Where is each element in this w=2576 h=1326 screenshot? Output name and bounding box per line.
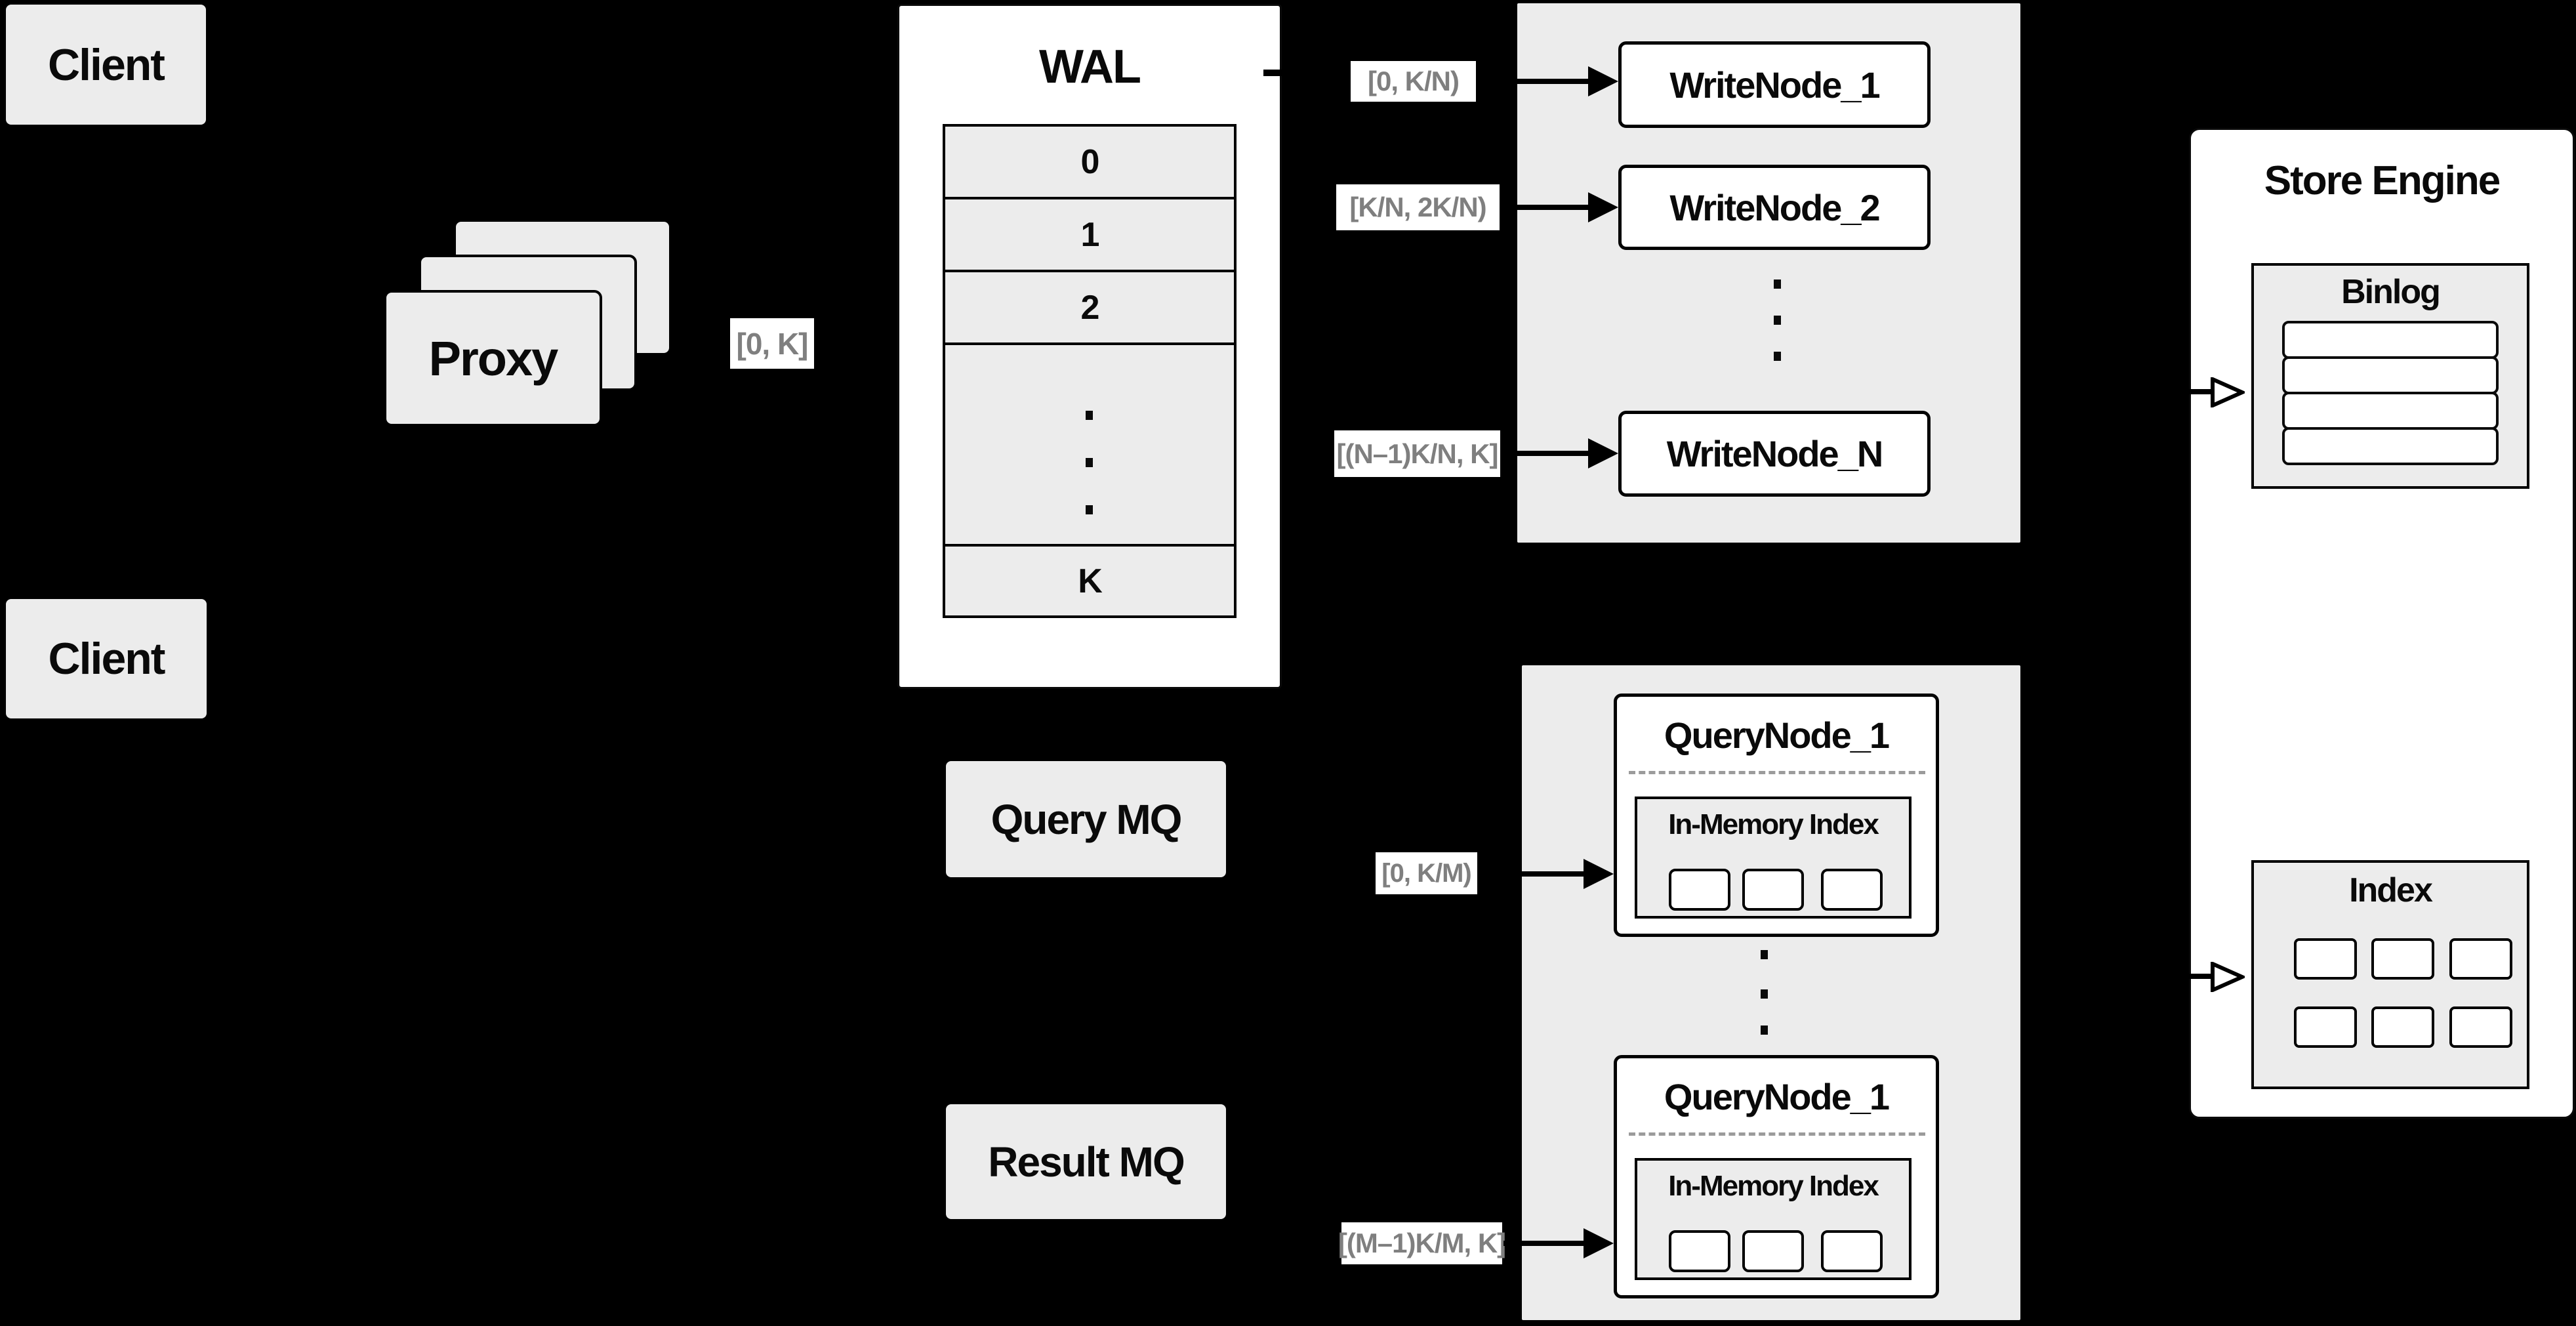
segment-cell bbox=[1669, 1230, 1730, 1272]
range-label-query-1: [0, K/M) bbox=[1376, 852, 1477, 894]
index-cell bbox=[2449, 938, 2512, 980]
index-cell bbox=[2449, 1006, 2512, 1048]
arrowhead-icon bbox=[1588, 438, 1618, 468]
wal-row-0: 0 bbox=[943, 124, 1237, 199]
query-mq-box: Query MQ bbox=[946, 761, 1226, 877]
range-label-query-m: [(M–1)K/M, K] bbox=[1338, 1222, 1506, 1264]
ellipsis-dot bbox=[1774, 316, 1781, 325]
arrow-line bbox=[2125, 974, 2213, 979]
segment-cell bbox=[1742, 869, 1804, 911]
in-memory-index-bottom: In-Memory Index bbox=[1635, 1158, 1912, 1280]
wal-row-0-label: 0 bbox=[1080, 142, 1100, 181]
arrow-line bbox=[1477, 79, 1594, 84]
write-node-1-label: WriteNode_1 bbox=[1669, 64, 1880, 106]
segment-cell bbox=[1669, 869, 1730, 911]
range-label-write-1: [0, K/N) bbox=[1351, 61, 1476, 102]
ellipsis-dot bbox=[1761, 1026, 1768, 1035]
in-memory-index-top: In-Memory Index bbox=[1635, 797, 1912, 919]
wal-row-k-label: K bbox=[1078, 562, 1103, 600]
range-label-write-2: [K/N, 2K/N) bbox=[1336, 184, 1500, 230]
range-label-proxy-wal: [0, K] bbox=[730, 318, 814, 369]
ellipsis-dot bbox=[1086, 411, 1093, 420]
wal-row-2-label: 2 bbox=[1080, 288, 1100, 327]
in-memory-index-bottom-title: In-Memory Index bbox=[1668, 1170, 1879, 1202]
ellipsis-dot bbox=[1774, 280, 1781, 289]
wal-row-2: 2 bbox=[943, 270, 1237, 345]
wal-box: WAL 0 1 2 K bbox=[897, 4, 1282, 689]
arrow-line bbox=[2125, 389, 2213, 394]
arrowhead-icon bbox=[1588, 192, 1618, 222]
write-node-n-box: WriteNode_N bbox=[1618, 411, 1931, 497]
segment-cell bbox=[1821, 869, 1883, 911]
query-node-bottom-title: QueryNode_1 bbox=[1664, 1076, 1890, 1117]
index-title: Index bbox=[2349, 871, 2433, 909]
range-label-write-n: [(N–1)K/N, K] bbox=[1334, 430, 1500, 477]
ellipsis-dot bbox=[1774, 352, 1781, 361]
wal-edge-notch bbox=[1263, 70, 1282, 76]
hollow-arrowhead-icon bbox=[2211, 962, 2245, 992]
wal-row-k: K bbox=[943, 544, 1237, 618]
arrowhead-icon bbox=[1584, 1228, 1614, 1258]
client-top-label: Client bbox=[48, 39, 165, 90]
wal-table: 0 1 2 K bbox=[943, 124, 1237, 618]
proxy-label: Proxy bbox=[428, 331, 559, 386]
index-cell bbox=[2371, 938, 2434, 980]
index-cell bbox=[2294, 1006, 2357, 1048]
binlog-rows bbox=[2282, 321, 2499, 465]
binlog-box: Binlog bbox=[2251, 263, 2529, 489]
query-node-top-box: QueryNode_1 In-Memory Index bbox=[1614, 694, 1939, 937]
arrow-line bbox=[1479, 871, 1590, 877]
wal-row-1-label: 1 bbox=[1080, 215, 1100, 254]
write-node-n-label: WriteNode_N bbox=[1666, 433, 1884, 474]
arrow-line bbox=[1503, 1241, 1590, 1246]
store-engine-box: Store Engine Binlog Index bbox=[2189, 128, 2575, 1119]
wal-row-1: 1 bbox=[943, 197, 1237, 272]
index-cell bbox=[2371, 1006, 2434, 1048]
segment-cell bbox=[1742, 1230, 1804, 1272]
client-bottom-box: Client bbox=[6, 599, 207, 718]
query-node-bottom-box: QueryNode_1 In-Memory Index bbox=[1614, 1055, 1939, 1298]
proxy-box: Proxy bbox=[384, 290, 602, 426]
ellipsis-dot bbox=[1086, 505, 1093, 514]
write-node-1-box: WriteNode_1 bbox=[1618, 41, 1931, 128]
client-top-box: Client bbox=[6, 5, 206, 125]
arrow-line bbox=[1501, 205, 1594, 210]
binlog-row bbox=[2282, 356, 2499, 394]
arrowhead-icon bbox=[1588, 66, 1618, 96]
wal-row-ellipsis bbox=[943, 342, 1237, 547]
wal-title: WAL bbox=[1039, 41, 1141, 93]
query-mq-label: Query MQ bbox=[991, 795, 1183, 843]
arrow-line bbox=[1502, 451, 1594, 456]
hollow-arrowhead-icon bbox=[2211, 377, 2245, 407]
in-memory-index-top-title: In-Memory Index bbox=[1668, 808, 1879, 840]
ellipsis-dot bbox=[1086, 458, 1093, 467]
binlog-row bbox=[2282, 392, 2499, 430]
index-box: Index bbox=[2251, 860, 2529, 1089]
ellipsis-dot bbox=[1761, 950, 1768, 959]
result-mq-box: Result MQ bbox=[946, 1104, 1226, 1219]
write-node-2-box: WriteNode_2 bbox=[1618, 165, 1931, 250]
query-node-top-title: QueryNode_1 bbox=[1664, 715, 1890, 756]
dashed-divider bbox=[1629, 771, 1925, 774]
arrowhead-icon bbox=[1584, 859, 1614, 889]
binlog-row bbox=[2282, 427, 2499, 465]
binlog-row bbox=[2282, 321, 2499, 359]
dashed-divider bbox=[1629, 1132, 1925, 1136]
write-node-2-label: WriteNode_2 bbox=[1669, 186, 1880, 228]
binlog-title: Binlog bbox=[2341, 273, 2441, 311]
ellipsis-dot bbox=[1761, 989, 1768, 999]
segment-cell bbox=[1821, 1230, 1883, 1272]
store-engine-title: Store Engine bbox=[2264, 158, 2501, 203]
client-bottom-label: Client bbox=[48, 634, 166, 684]
result-mq-label: Result MQ bbox=[988, 1138, 1185, 1186]
index-cell bbox=[2294, 938, 2357, 980]
